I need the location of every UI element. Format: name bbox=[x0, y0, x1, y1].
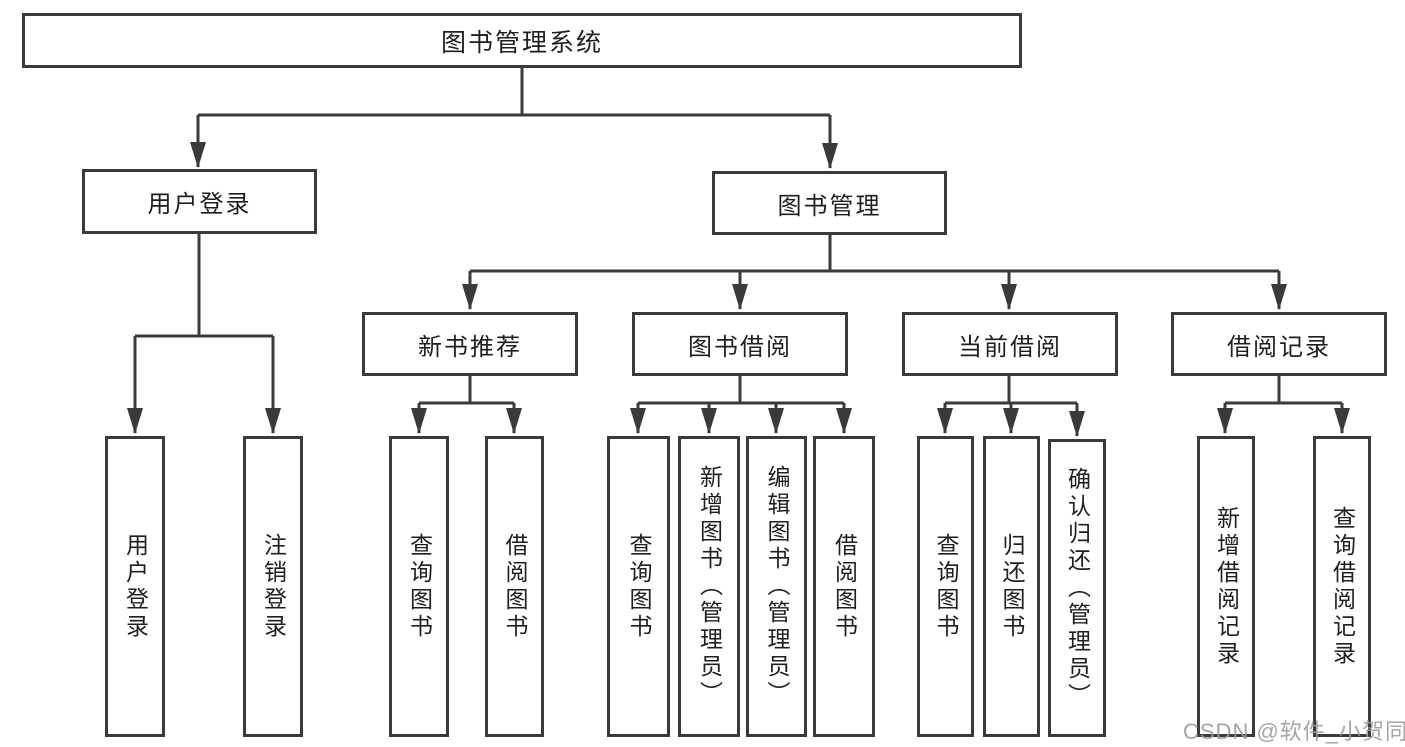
leaf-query-books-borrow: 查询图书 bbox=[607, 436, 670, 737]
leaf-add-borrow-record: 新增借阅记录 bbox=[1197, 436, 1255, 737]
node-new-book-recommend-label: 新书推荐 bbox=[418, 333, 522, 361]
node-library-system: 图书管理系统 bbox=[22, 13, 1022, 68]
leaf-borrow-books-recommend-label: 借阅图书 bbox=[502, 532, 528, 641]
leaf-user-login: 用户登录 bbox=[105, 436, 165, 737]
leaf-return-books-label: 归还图书 bbox=[999, 532, 1025, 641]
leaf-edit-book-admin-label: 编辑图书（管理员） bbox=[764, 465, 790, 708]
leaf-confirm-return-admin-label: 确认归还（管理员） bbox=[1064, 466, 1091, 710]
node-book-management-label: 图书管理 bbox=[777, 192, 882, 220]
node-new-book-recommend: 新书推荐 bbox=[362, 312, 578, 376]
leaf-query-books-borrow-label: 查询图书 bbox=[626, 532, 652, 641]
leaf-logout: 注销登录 bbox=[243, 436, 303, 737]
leaf-add-borrow-record-label: 新增借阅记录 bbox=[1213, 505, 1240, 668]
node-current-borrow: 当前借阅 bbox=[902, 312, 1118, 376]
leaf-user-login-label: 用户登录 bbox=[122, 532, 149, 641]
leaf-borrow-books-label: 借阅图书 bbox=[831, 532, 858, 641]
leaf-query-books-recommend-label: 查询图书 bbox=[406, 532, 433, 641]
leaf-logout-label: 注销登录 bbox=[260, 532, 287, 641]
csdn-watermark: CSDN @软件_小贺同学 bbox=[1183, 719, 1405, 744]
leaf-query-books-current-label: 查询图书 bbox=[933, 532, 959, 641]
node-borrow-records: 借阅记录 bbox=[1171, 312, 1387, 376]
node-borrow-records-label: 借阅记录 bbox=[1227, 333, 1331, 361]
leaf-query-books-current: 查询图书 bbox=[917, 436, 974, 737]
node-library-system-label: 图书管理系统 bbox=[440, 28, 603, 57]
node-user-login-label: 用户登录 bbox=[147, 191, 252, 218]
node-book-management: 图书管理 bbox=[712, 171, 947, 235]
node-book-borrow: 图书借阅 bbox=[632, 312, 848, 376]
leaf-query-borrow-record: 查询借阅记录 bbox=[1313, 436, 1371, 737]
leaf-borrow-books: 借阅图书 bbox=[813, 436, 875, 737]
leaf-edit-book-admin: 编辑图书（管理员） bbox=[746, 436, 807, 737]
leaf-add-book-admin: 新增图书（管理员） bbox=[678, 436, 740, 737]
node-book-borrow-label: 图书借阅 bbox=[688, 333, 792, 361]
node-user-login: 用户登录 bbox=[82, 169, 317, 234]
leaf-add-book-admin-label: 新增图书（管理员） bbox=[696, 465, 723, 708]
node-current-borrow-label: 当前借阅 bbox=[958, 333, 1062, 361]
leaf-confirm-return-admin: 确认归还（管理员） bbox=[1048, 439, 1106, 737]
leaf-borrow-books-recommend: 借阅图书 bbox=[485, 436, 544, 737]
leaf-query-borrow-record-label: 查询借阅记录 bbox=[1329, 505, 1356, 668]
leaf-query-books-recommend: 查询图书 bbox=[389, 436, 449, 737]
leaf-return-books: 归还图书 bbox=[983, 436, 1040, 737]
